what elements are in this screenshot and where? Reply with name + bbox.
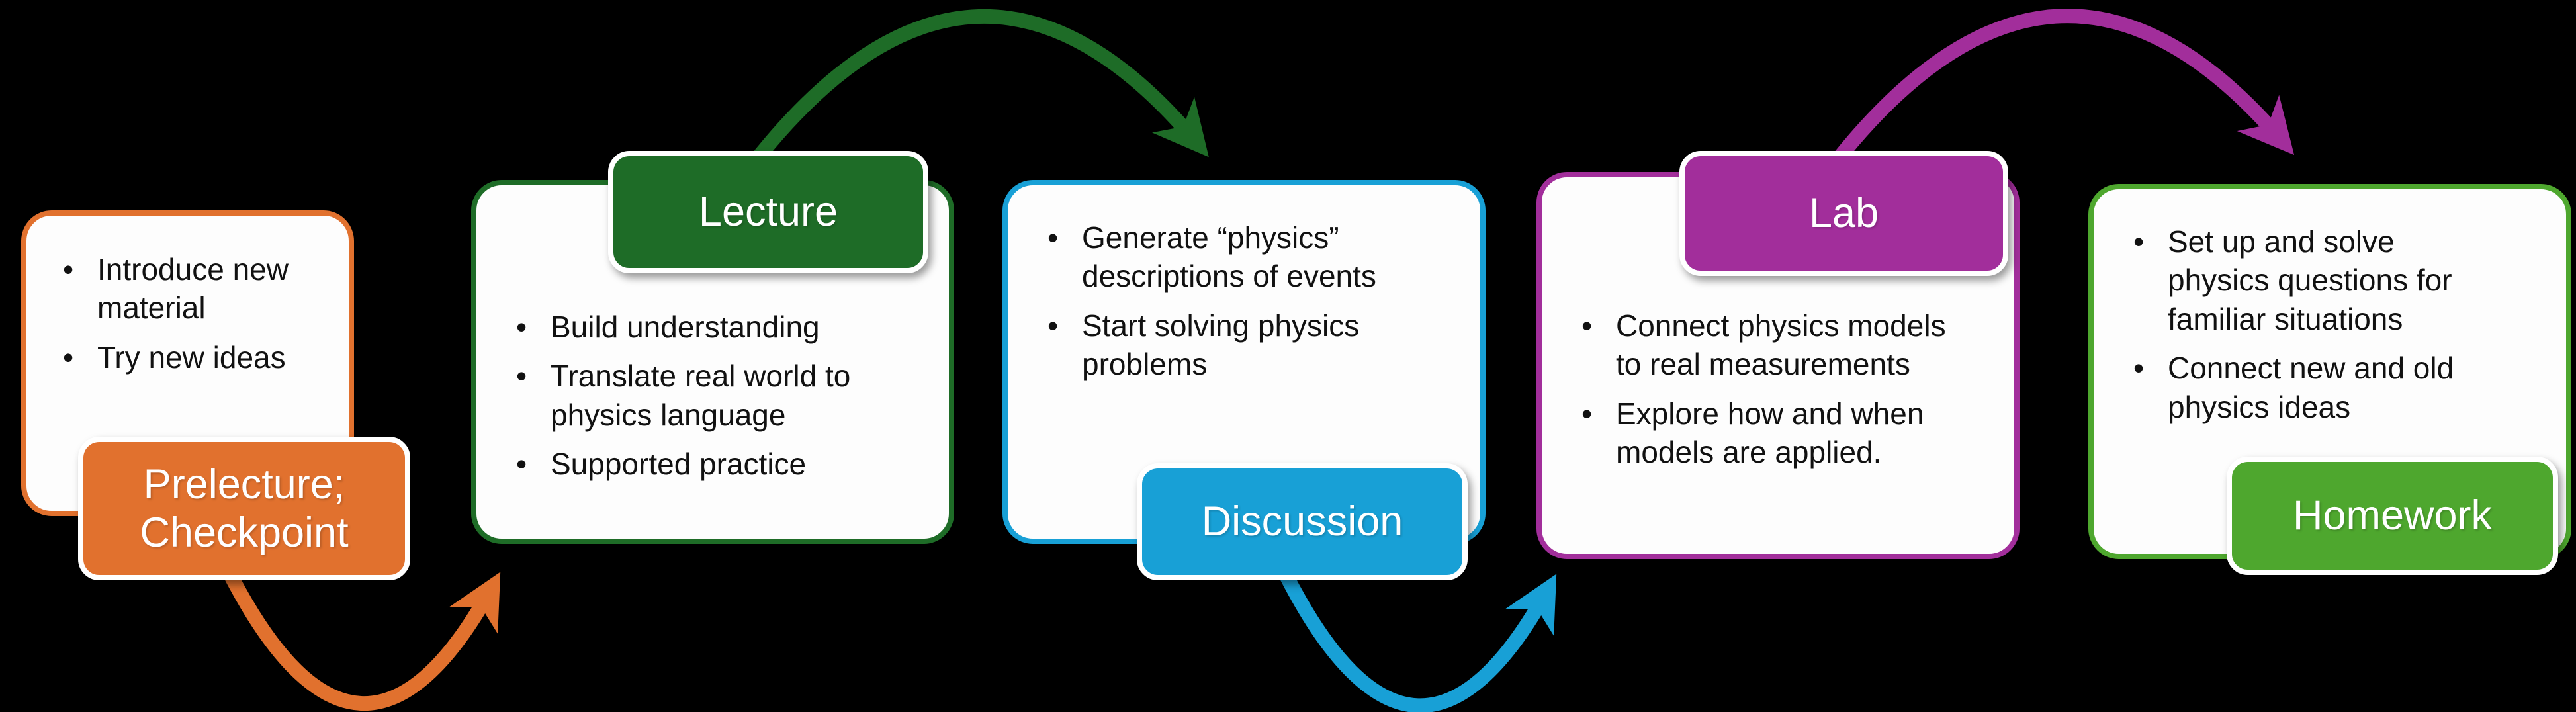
- bullet-item: Translate real world to physics language: [516, 357, 887, 434]
- bullet-item: Introduce new material: [63, 250, 326, 328]
- lab-bullet-list: Connect physics models to real measureme…: [1581, 306, 1955, 472]
- lab-label: Lab: [1679, 151, 2008, 276]
- bullet-item: Start solving physics problems: [1047, 306, 1418, 384]
- arrow-lab-to-homework: [1835, 9, 2295, 160]
- lecture-bullet-list: Build understanding Translate real world…: [516, 308, 887, 484]
- bullet-item: Connect physics models to real measureme…: [1581, 306, 1955, 384]
- bullet-item: Explore how and when models are applied.: [1581, 394, 1955, 472]
- bullet-item: Connect new and old physics ideas: [2133, 349, 2474, 426]
- discussion-label: Discussion: [1137, 463, 1468, 580]
- bullet-item: Try new ideas: [63, 338, 326, 377]
- arrow-lecture-to-discussion: [754, 9, 1209, 160]
- prelecture-bullet-list: Introduce new material Try new ideas: [63, 250, 326, 377]
- arrow-discussion-to-lab: [1280, 573, 1557, 712]
- homework-bullet-list: Set up and solve physics questions for f…: [2133, 222, 2474, 426]
- prelecture-label: Prelecture; Checkpoint: [78, 437, 410, 580]
- bullet-item: Build understanding: [516, 308, 887, 346]
- lecture-label: Lecture: [608, 151, 928, 273]
- bullet-item: Supported practice: [516, 445, 887, 483]
- homework-label: Homework: [2227, 457, 2558, 575]
- discussion-bullet-list: Generate “physics” descriptions of event…: [1047, 218, 1418, 384]
- bullet-item: Generate “physics” descriptions of event…: [1047, 218, 1418, 296]
- arrow-prelecture-to-lecture: [225, 572, 501, 711]
- bullet-item: Set up and solve physics questions for f…: [2133, 222, 2474, 338]
